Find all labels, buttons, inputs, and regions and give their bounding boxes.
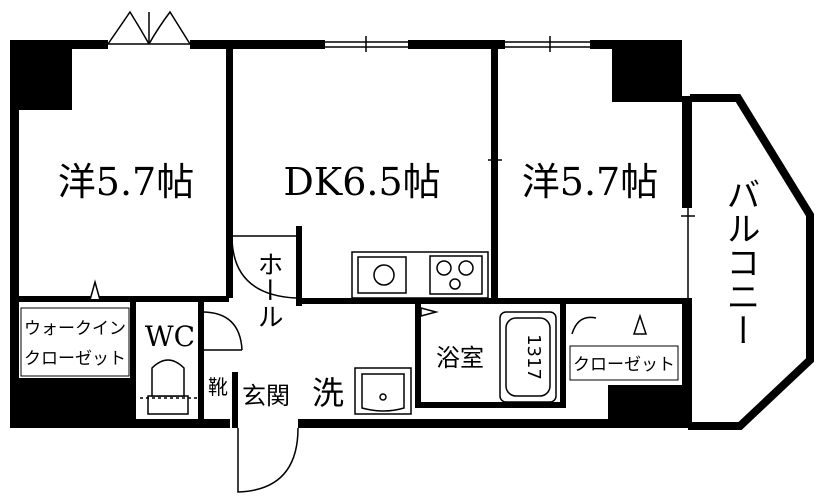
room-western-right-label: 洋5.7帖 <box>522 160 658 204</box>
room-western-left-label: 洋5.7帖 <box>58 160 194 204</box>
toilet <box>140 359 198 415</box>
washbasin <box>354 367 412 415</box>
wall-top-2 <box>190 40 325 49</box>
closet-label: クローゼット <box>573 355 675 375</box>
wall-dk-bottom <box>300 298 570 304</box>
bathtub <box>499 311 557 403</box>
wall-top-3 <box>408 40 505 49</box>
outer-walls <box>10 40 692 428</box>
label-boxes <box>20 307 679 381</box>
bath-label: 浴室 <box>436 344 484 372</box>
walkin-closet-label-line1: ウォークイン <box>24 319 126 339</box>
wall-wc-right <box>198 298 204 428</box>
wall-bath-right <box>560 304 566 408</box>
entrance-label: 玄関 <box>242 382 290 410</box>
wall-right-lower <box>682 298 692 428</box>
wall-hall-right <box>296 226 302 306</box>
wall-wc-left <box>130 298 136 428</box>
walkin-closet-label-line2: クローゼット <box>24 349 126 369</box>
wall-bath-left <box>415 304 421 408</box>
wall-right-upper <box>682 96 692 208</box>
washroom-label: 洗 <box>312 374 344 412</box>
shoe-storage-label: 靴 <box>208 375 228 399</box>
wall-entrance-left <box>232 372 238 428</box>
room-dk-label: DK6.5帖 <box>283 160 440 204</box>
hall-label: ホール <box>253 251 283 329</box>
wall-bottom-2 <box>298 419 690 428</box>
wc-label: WC <box>145 320 195 353</box>
pillar-top-right <box>612 40 682 102</box>
balcony-label: バルコニー <box>720 177 760 347</box>
bathtub-size-label: 1317 <box>523 334 544 380</box>
wall-left-dk <box>226 48 233 298</box>
interior-door-marks <box>82 96 695 493</box>
balcony <box>688 94 814 430</box>
kitchen-counter <box>351 251 489 299</box>
wall-bath-bottom <box>420 402 566 408</box>
wall-right-room-bottom <box>560 298 686 304</box>
wall-bottom-1 <box>10 419 230 428</box>
wall-dk-right <box>491 48 498 298</box>
top-windows <box>107 10 590 52</box>
pillar-top-left <box>10 40 72 110</box>
wall-left <box>10 40 19 428</box>
